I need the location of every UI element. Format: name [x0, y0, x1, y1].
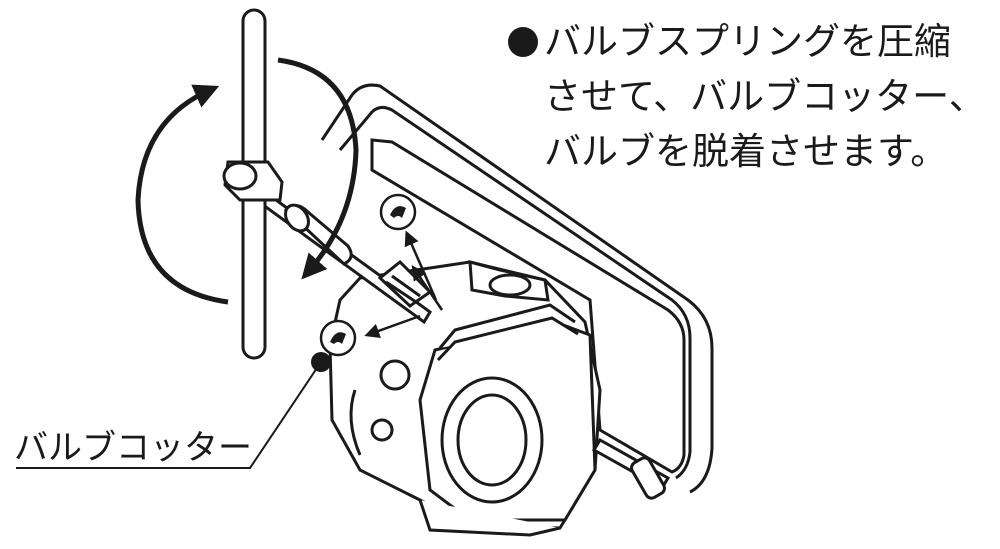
- removal-arrows: [364, 230, 444, 339]
- valve-cotter-icon: [379, 193, 417, 231]
- cylinder-head: [328, 260, 602, 537]
- frame-plate: [370, 138, 686, 474]
- valve-cotter-label: バルブコッター: [14, 428, 252, 468]
- instruction-line-3: バルブを脱着させます。: [544, 130, 948, 173]
- instruction-text: バルブスプリングを圧縮 させて、バルブコッター、 バルブを脱着させます。: [508, 14, 988, 179]
- compressor-screw: [257, 189, 671, 500]
- instruction-line-1-text: バルブスプリングを圧縮: [544, 20, 951, 63]
- instruction-line-1: バルブスプリングを圧縮: [508, 14, 988, 69]
- bullet-icon: [508, 27, 538, 57]
- valve-cotter-icon: [319, 319, 357, 357]
- t-handle: [222, 8, 284, 360]
- instruction-line-2: させて、バルブコッター、: [544, 75, 986, 118]
- callout-leader: [16, 352, 331, 469]
- compressor-frame: [320, 83, 714, 494]
- rotation-arrows: [135, 57, 359, 305]
